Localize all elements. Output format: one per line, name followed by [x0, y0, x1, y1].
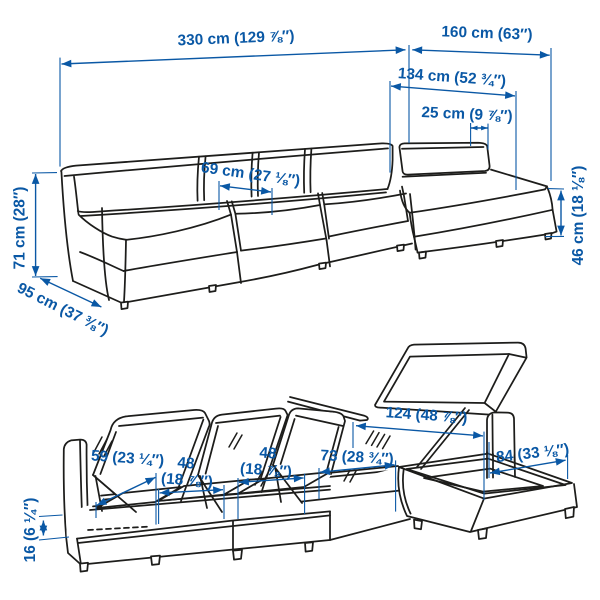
svg-text:59 (23 ¼″): 59 (23 ¼″): [90, 447, 164, 469]
svg-text:124 (48 ⅞″): 124 (48 ⅞″): [385, 404, 468, 427]
svg-text:73 (28 ¾″): 73 (28 ¾″): [320, 447, 394, 468]
svg-text:330 cm (129 ⅞″): 330 cm (129 ⅞″): [177, 28, 294, 50]
svg-text:48: 48: [259, 444, 278, 462]
svg-text:48: 48: [177, 454, 196, 472]
svg-text:46 cm (18 ⅛″): 46 cm (18 ⅛″): [570, 166, 587, 266]
svg-text:25 cm (9 ⅞″): 25 cm (9 ⅞″): [421, 104, 513, 125]
svg-text:16 (6 ¼″): 16 (6 ¼″): [22, 498, 39, 563]
svg-text:134 cm (52 ¾″): 134 cm (52 ¾″): [397, 65, 506, 90]
svg-text:160 cm (63″): 160 cm (63″): [441, 23, 533, 43]
svg-text:(18 ⅞″): (18 ⅞″): [240, 460, 293, 481]
svg-text:(18 ⅞″): (18 ⅞″): [161, 470, 214, 491]
svg-text:71 cm (28″): 71 cm (28″): [12, 187, 29, 270]
